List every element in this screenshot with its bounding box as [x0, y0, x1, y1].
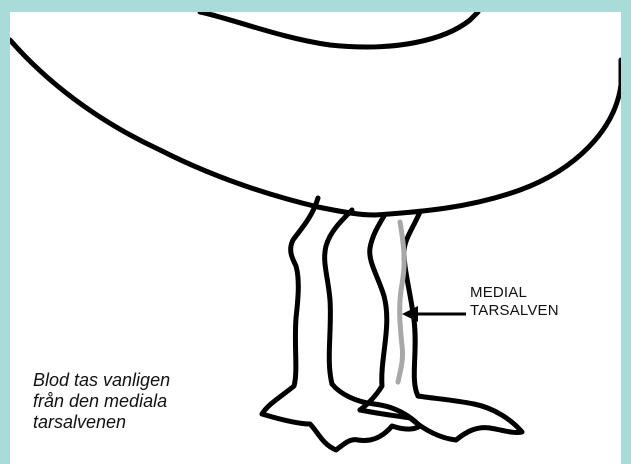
vein-label-line2: TARSALVEN	[470, 302, 559, 320]
vein-label: MEDIAL TARSALVEN	[470, 284, 559, 320]
vein-label-line1: MEDIAL	[470, 284, 559, 302]
medial-tarsal-vein	[398, 222, 404, 382]
diagram-panel: MEDIAL TARSALVEN Blod tas vanligen från …	[10, 12, 621, 464]
caption-line1: Blod tas vanligen	[33, 370, 233, 391]
caption-line2: från den mediala	[33, 391, 233, 412]
left-leg-outline	[262, 198, 352, 414]
diagram-caption: Blod tas vanligen från den mediala tarsa…	[33, 370, 233, 433]
bird-body-outline	[10, 12, 621, 215]
caption-line3: tarsalvenen	[33, 412, 233, 433]
